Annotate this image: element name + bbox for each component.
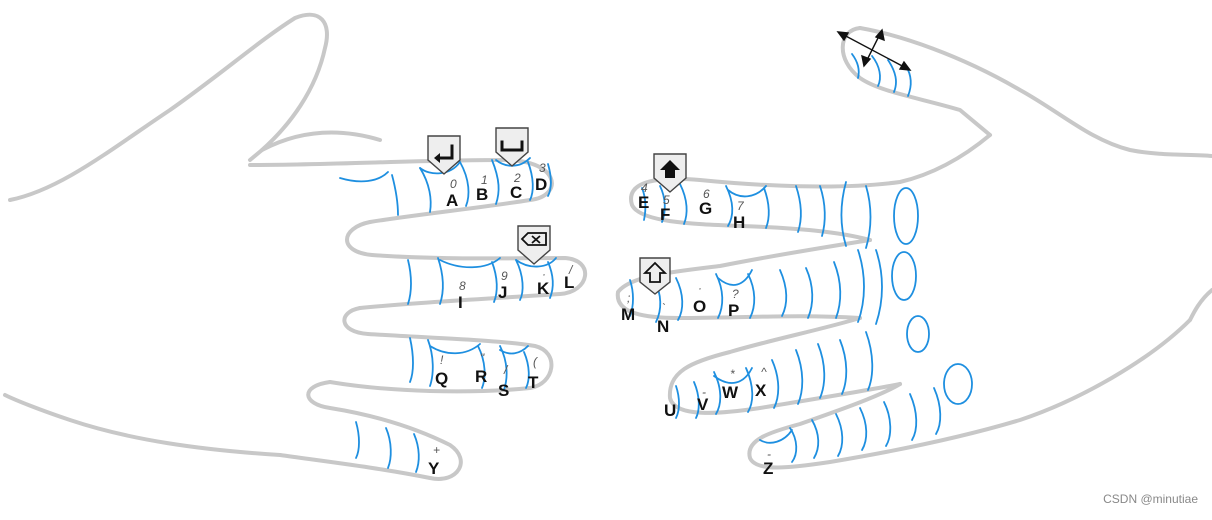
cursor-arrows-icon: [836, 28, 912, 71]
key-label-Y: Y: [428, 459, 440, 478]
key-symbol-J: 9: [501, 269, 508, 283]
key-label-M: M: [621, 305, 635, 324]
key-label-S: S: [498, 381, 509, 400]
enter-key-badge: [427, 135, 461, 175]
key-label-U: U: [664, 401, 676, 420]
key-label-P: P: [728, 301, 739, 320]
key-symbol-S: /: [503, 363, 509, 377]
key-symbol-O: ·: [698, 281, 702, 295]
key-label-Q: Q: [435, 369, 448, 388]
key-label-E: E: [638, 193, 649, 212]
key-symbol-K: ·: [542, 267, 546, 281]
key-label-C: C: [510, 183, 522, 202]
key-symbol-H: 7: [737, 199, 745, 213]
left-hand-outline: [3, 12, 587, 481]
watermark: CSDN @minutiae: [1103, 492, 1198, 506]
key-symbol-W: *: [730, 367, 735, 381]
caps-lock-icon: [660, 160, 680, 178]
key-symbol-N: `: [662, 301, 666, 315]
key-label-J: J: [498, 283, 507, 302]
key-label-D: D: [535, 175, 547, 194]
key-label-L: L: [564, 273, 574, 292]
caps-lock-key-badge: [653, 153, 687, 193]
key-label-W: W: [722, 383, 739, 402]
key-label-R: R: [475, 367, 487, 386]
key-symbol-Z: -: [767, 447, 771, 461]
key-symbol-D: 3: [539, 161, 546, 175]
key-label-O: O: [693, 297, 706, 316]
key-symbol-F: 5: [663, 193, 670, 207]
key-label-H: H: [733, 213, 745, 232]
key-label-X: X: [755, 381, 767, 400]
key-symbol-A: 0: [450, 177, 457, 191]
backspace-icon: [520, 232, 547, 246]
key-symbol-C: 2: [513, 171, 521, 185]
key-symbol-R: ": [480, 351, 485, 365]
key-symbol-I: 8: [459, 279, 466, 293]
key-symbol-L: /: [568, 263, 574, 277]
enter-arrow: [434, 153, 440, 163]
backspace-key-badge: [517, 225, 551, 265]
key-symbol-Q: !: [440, 353, 444, 367]
key-label-A: A: [446, 191, 458, 210]
key-label-T: T: [528, 373, 539, 392]
backspace-x: [531, 235, 541, 244]
key-label-F: F: [660, 205, 670, 224]
finger-creases: [339, 53, 973, 473]
key-symbol-P: ?: [732, 287, 739, 301]
key-symbol-V: -: [702, 385, 706, 399]
key-label-B: B: [476, 185, 488, 204]
space-icon: [500, 140, 524, 152]
key-label-V: V: [697, 395, 709, 414]
key-labels: 0 A 1 B 2 C 3 D 4 E 5 F 6 G 7 H 8 I 9 J …: [428, 161, 773, 478]
key-symbol-M: ;: [627, 291, 630, 305]
key-symbol-B: 1: [481, 173, 488, 187]
key-symbol-E: 4: [641, 181, 648, 195]
key-label-N: N: [657, 317, 669, 336]
key-symbol-Y: +: [433, 443, 440, 457]
shift-key-badge: [639, 257, 671, 295]
key-label-K: K: [537, 279, 550, 298]
key-symbol-T: (: [533, 355, 539, 369]
shift-icon: [642, 261, 668, 283]
space-key-badge: [495, 127, 529, 167]
key-symbol-X: ^: [761, 365, 767, 379]
key-label-G: G: [699, 199, 712, 218]
key-symbol-G: 6: [703, 187, 710, 201]
key-label-I: I: [458, 293, 463, 312]
key-label-Z: Z: [763, 459, 773, 478]
enter-icon: [436, 144, 454, 160]
